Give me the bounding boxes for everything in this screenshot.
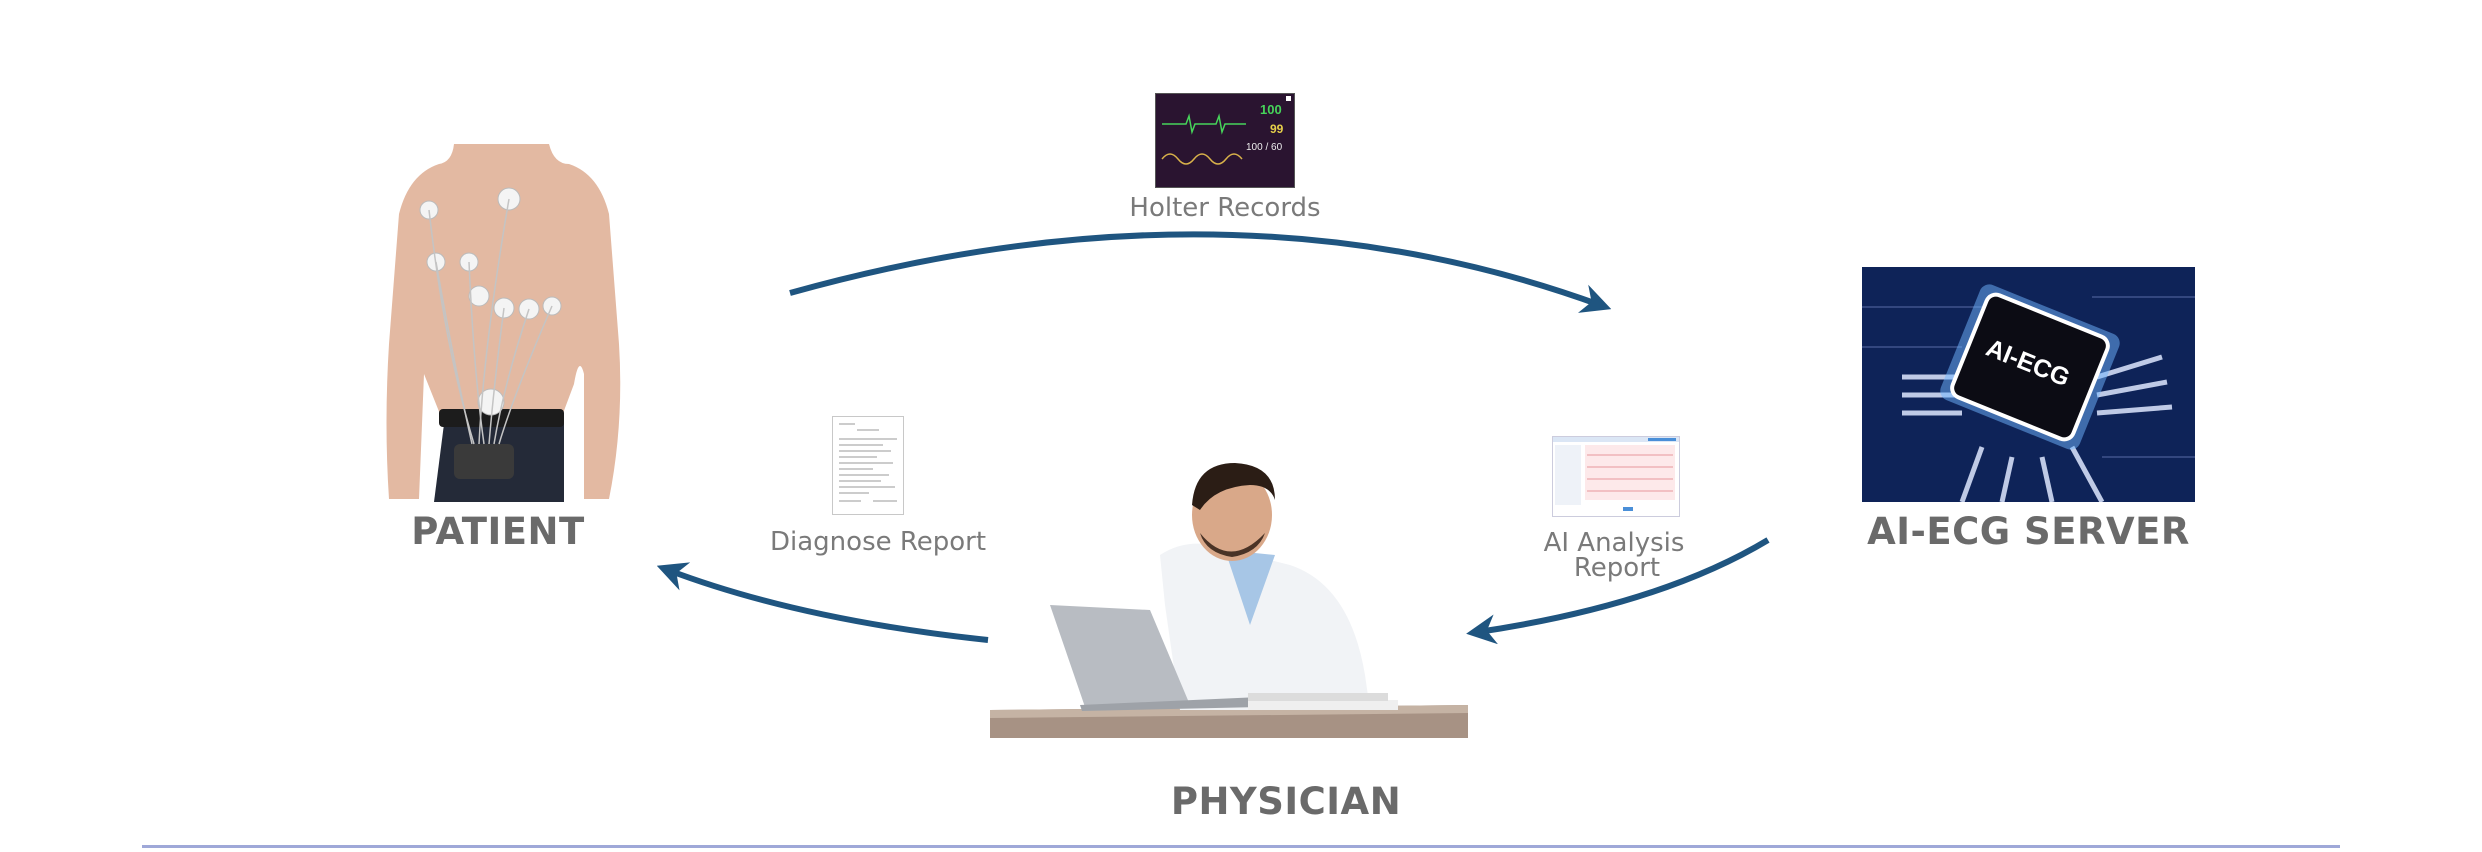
ai-analysis-report-label-line2: Report (1573, 553, 1661, 583)
bottom-divider (142, 845, 2340, 848)
arrow-physician-to-patient (656, 562, 989, 643)
monitor-bp-value: 100 / 60 (1246, 142, 1283, 153)
holter-monitor-image: 100 99 100 / 60 (1155, 93, 1295, 188)
diagnose-report-label: Diagnose Report (770, 527, 987, 557)
arrow-server-to-physician (1466, 537, 1770, 645)
holter-records-label: Holter Records (1129, 193, 1321, 223)
diagnose-report-image (832, 416, 904, 515)
patient-label: PATIENT (411, 510, 585, 553)
monitor-hr-value: 100 (1260, 102, 1282, 117)
monitor-spo2-value: 99 (1270, 122, 1284, 136)
ai-ecg-server-label: AI-ECG SERVER (1867, 510, 2190, 553)
ai-ecg-chip-image: AI-ECG (1862, 267, 2195, 502)
arrow-patient-to-server (789, 231, 1612, 313)
ai-analysis-report-label-line1: AI Analysis (1543, 528, 1685, 558)
patient-image (384, 144, 624, 502)
physician-label: PHYSICIAN (1170, 780, 1402, 823)
ai-analysis-report-image (1552, 436, 1680, 517)
physician-image (990, 455, 1468, 738)
